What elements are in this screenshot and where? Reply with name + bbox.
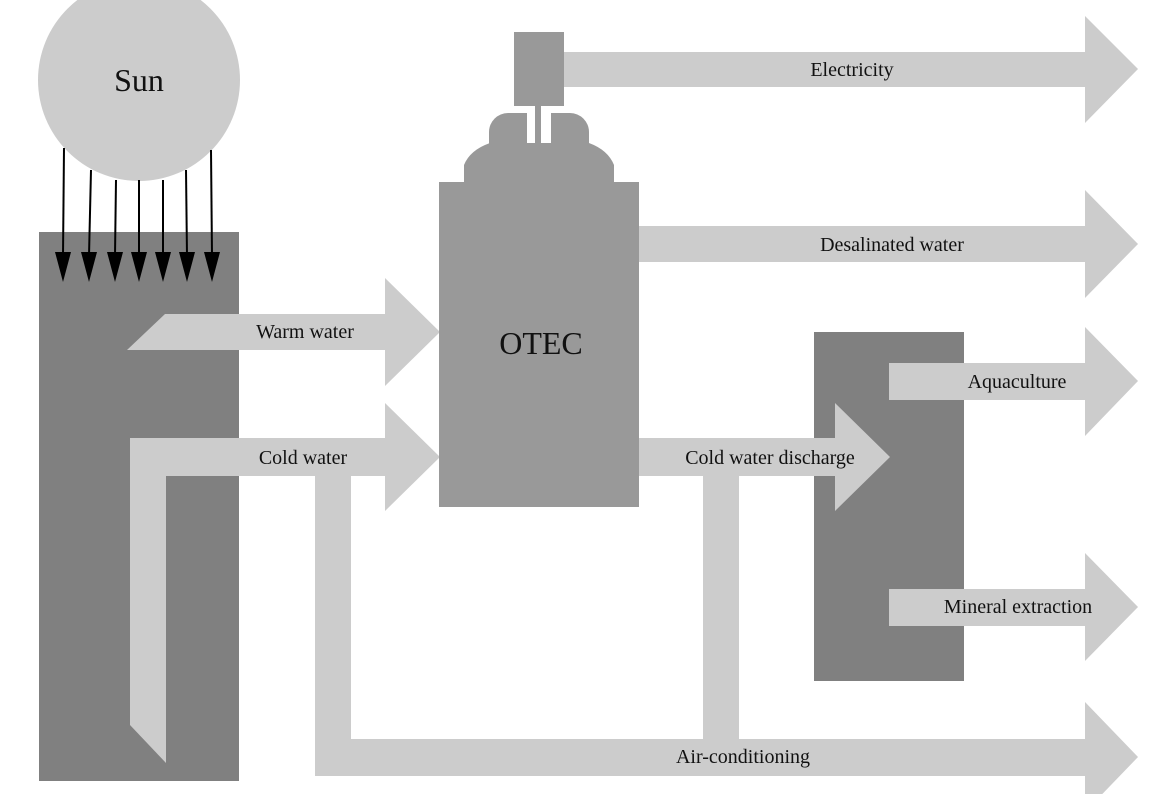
mineral-extraction-label: Mineral extraction bbox=[944, 596, 1092, 618]
sun-ray bbox=[185, 169, 188, 257]
sun-circle bbox=[38, 0, 240, 181]
sun-ray bbox=[88, 169, 92, 257]
warm-water-arrow bbox=[127, 278, 440, 386]
sun-ray-arrowhead bbox=[55, 252, 71, 282]
sun-ray bbox=[62, 147, 65, 257]
sun-ray bbox=[210, 149, 213, 257]
warm-water-label: Warm water bbox=[256, 321, 354, 343]
cold-water-discharge-arrow bbox=[639, 403, 890, 511]
aquaculture-arrow bbox=[889, 327, 1138, 436]
mineral-extraction-arrow bbox=[889, 553, 1138, 661]
sun-label: Sun bbox=[114, 62, 164, 98]
sun-ray-arrowhead bbox=[107, 252, 123, 282]
sun-ray-arrowhead bbox=[155, 252, 171, 282]
cold-water-discharge-label: Cold water discharge bbox=[685, 447, 855, 469]
sun-ray-arrowhead bbox=[131, 252, 147, 282]
sun-ray-arrowhead bbox=[204, 252, 220, 282]
otec-shoulder bbox=[464, 143, 614, 182]
sun-rays bbox=[55, 147, 220, 282]
sun-ray-arrowhead bbox=[179, 252, 195, 282]
electricity-arrow bbox=[564, 16, 1138, 123]
sun-ray-arrowhead bbox=[81, 252, 97, 282]
otec-body bbox=[439, 182, 639, 507]
desalinated-water-label: Desalinated water bbox=[820, 234, 964, 256]
sun-ray bbox=[114, 179, 117, 257]
cold-water-label: Cold water bbox=[259, 447, 348, 469]
generator-box bbox=[514, 32, 564, 106]
turbine-dome-right bbox=[551, 113, 589, 145]
air-conditioning-label: Air-conditioning bbox=[676, 746, 810, 768]
cold-water-pipe bbox=[130, 403, 440, 763]
otec-plant bbox=[439, 32, 639, 507]
electricity-label: Electricity bbox=[810, 59, 893, 81]
otec-label: OTEC bbox=[499, 325, 583, 361]
air-conditioning-arrow bbox=[315, 476, 1138, 794]
turbine-dome-left bbox=[489, 113, 527, 145]
aquaculture-label: Aquaculture bbox=[968, 371, 1067, 393]
turbine-shaft bbox=[535, 104, 541, 146]
desalinated-water-arrow bbox=[639, 190, 1138, 298]
